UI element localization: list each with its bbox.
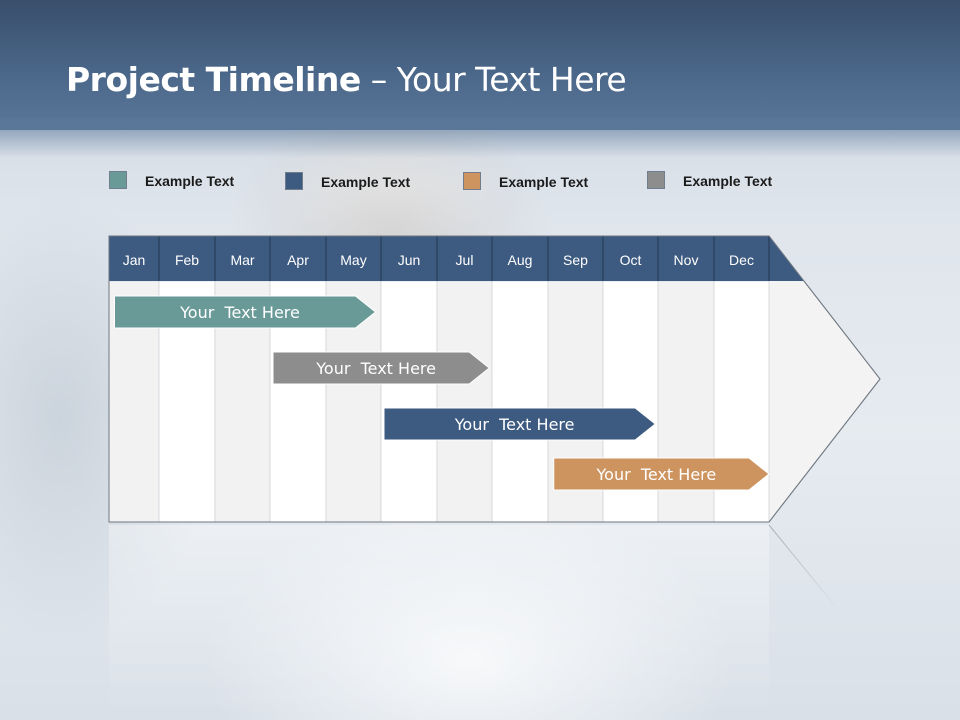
timeline-layer: Jan Feb Mar Apr May Jun Jul Aug Sep Oct Nov DecYour… (108, 235, 881, 715)
legend-label-3: Example Text (499, 174, 589, 190)
month-column-6 (380, 280, 438, 523)
legend-swatch-2 (285, 172, 303, 190)
month-column-8 (491, 280, 549, 523)
month-label-mar: Mar (230, 252, 254, 268)
task-bar-2 (272, 351, 491, 385)
legend-swatch-4 (647, 171, 665, 189)
slide-title-bold: Project Timeline (66, 60, 361, 99)
month-label-oct: Oct (620, 252, 642, 268)
title-bar-fade (0, 118, 960, 158)
month-label-jun: Jun (398, 252, 421, 268)
title-bar (0, 0, 960, 130)
timeline-reflection (109, 525, 769, 715)
reflection-edge-right (768, 524, 841, 613)
legend-label-4: Example Text (683, 173, 773, 189)
slide-title-rest: – Your Text Here (360, 60, 627, 99)
legend-label-2: Example Text (321, 174, 411, 190)
month-label-dec: Dec (729, 252, 754, 268)
task-bar-3 (383, 407, 657, 441)
task-label-4: Your Text Here (596, 465, 717, 484)
month-label-may: May (340, 252, 366, 268)
task-bar-1 (114, 295, 377, 329)
timeline-arrow-outline (108, 235, 881, 523)
task-bar-4 (553, 457, 770, 491)
month-label-nov: Nov (674, 252, 699, 268)
legend-swatch-1 (109, 171, 127, 189)
month-label-sep: Sep (563, 252, 588, 268)
task-label-3: Your Text Here (454, 415, 575, 434)
month-label-apr: Apr (287, 252, 309, 268)
month-label-feb: Feb (175, 252, 199, 268)
month-column-7 (436, 280, 493, 523)
legend-swatch-3 (463, 172, 481, 190)
month-label-jul: Jul (456, 252, 474, 268)
legend-label-1: Example Text (145, 173, 235, 189)
month-label-jan: Jan (123, 252, 146, 268)
task-label-1: Your Text Here (179, 303, 300, 322)
month-label-aug: Aug (508, 252, 533, 268)
task-label-2: Your Text Here (315, 359, 436, 378)
timeline-header-band (109, 236, 804, 281)
slide-title: Project Timeline – Your Text Here (66, 60, 627, 99)
